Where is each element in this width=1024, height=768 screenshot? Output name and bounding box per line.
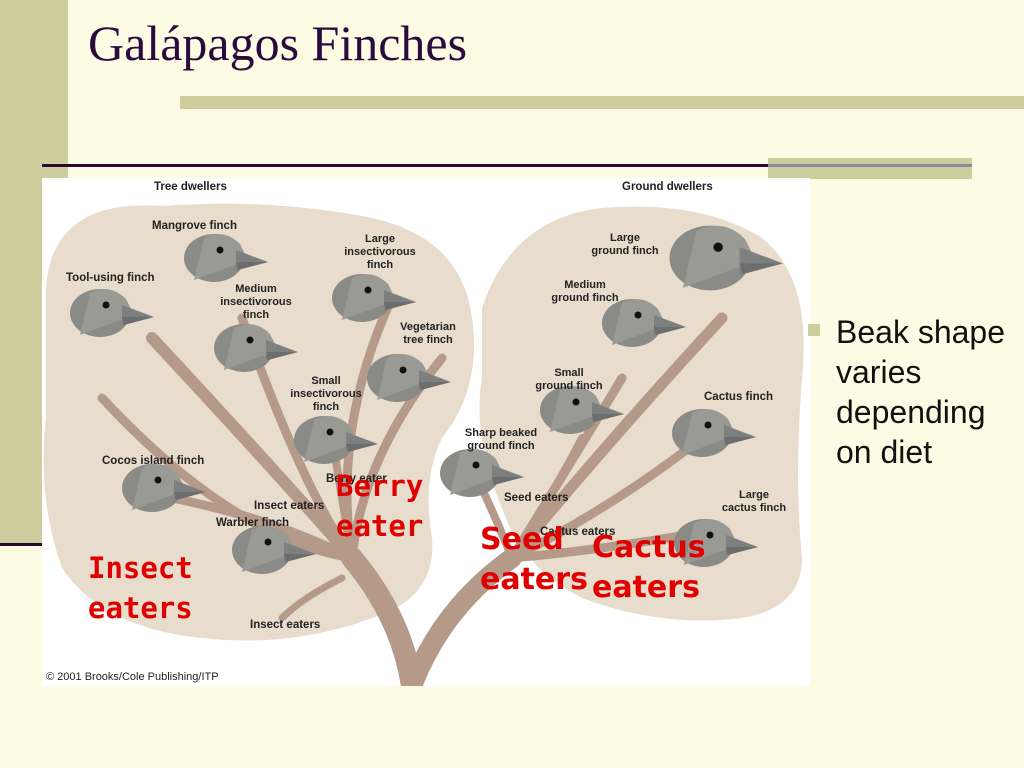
right-accent-line (768, 164, 972, 167)
berry-eater-overlay: Berry eater (336, 469, 424, 543)
bullet-text: Beak shape varies depending on diet (836, 314, 1006, 470)
insect-eaters-label-1: Insect eaters (254, 500, 324, 512)
berry-eater-label: Berry eater (326, 473, 387, 485)
tree-dwellers-label: Tree dwellers (154, 181, 227, 193)
slide-title: Galápagos Finches (88, 15, 468, 71)
copyright-text: © 2001 Brooks/Cole Publishing/ITP (46, 671, 219, 683)
left-accent-line (0, 543, 68, 546)
cactus-finch-label: Cactus finch (704, 391, 773, 403)
finch-diagram: Tree dwellers Ground dwellers Mangrove f… (42, 178, 810, 686)
finch-tree-svg: Tree dwellers Ground dwellers Mangrove f… (43, 181, 804, 686)
top-accent-band (180, 96, 1024, 109)
seed-eaters-overlay: Seed eaters (480, 522, 588, 597)
mangrove-finch-label: Mangrove finch (152, 220, 237, 232)
warbler-finch-label: Warbler finch (216, 517, 289, 529)
title-rule (42, 164, 972, 167)
cactus-eaters-overlay: Cactus eaters (592, 530, 706, 605)
cactus-eaters-label: Cactus eaters (540, 526, 615, 538)
bullet-marker (808, 324, 820, 336)
insect-eaters-overlay: Insect eaters (88, 551, 193, 625)
right-accent-band (768, 158, 972, 179)
insect-eaters-label-2: Insect eaters (250, 619, 320, 631)
seed-eaters-label: Seed eaters (504, 492, 569, 504)
tool-using-finch-label: Tool-using finch (66, 272, 155, 284)
ground-dwellers-label: Ground dwellers (622, 181, 713, 193)
cocos-island-finch-label: Cocos island finch (102, 455, 204, 467)
